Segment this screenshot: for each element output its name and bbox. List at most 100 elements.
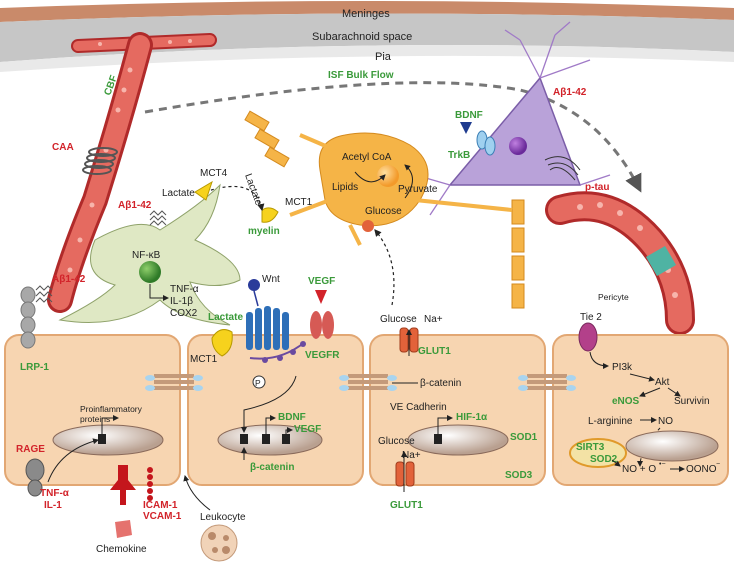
glucose-oligo-label: Glucose [365, 206, 402, 217]
il1-label: IL-1 [44, 500, 62, 511]
left-abeta-aggregate-icon [35, 285, 53, 303]
glucose-dashed-arrow [374, 229, 395, 306]
chemokine-label: Chemokine [96, 544, 147, 555]
cox2-label: COX2 [170, 308, 198, 319]
caa-rings [82, 147, 118, 175]
frizzled-receptor-icon [246, 306, 289, 350]
vegf-top-label: VEGF [308, 276, 335, 287]
pi3k-akt-arrow [629, 373, 655, 382]
vegfr-label: VEGFR [305, 350, 340, 361]
no-equation-label: NO + O [622, 464, 656, 475]
sod1-label: SOD1 [510, 432, 538, 443]
glucose-bottom-label: Glucose [378, 436, 415, 447]
ve-cadherin-label: VE Cadherin [390, 402, 447, 413]
bdnf-panel2-label: BDNF [278, 412, 306, 423]
nucleus-4 [625, 430, 719, 462]
icam-vcam-icon [147, 467, 153, 501]
wnt-icon [248, 279, 260, 291]
nucleus-1 [52, 424, 164, 456]
pericyte-shape [645, 245, 677, 277]
akt-survivin-arrow [667, 387, 681, 397]
junction-2 [339, 374, 397, 391]
right-vessel [545, 191, 695, 335]
nfkb-arrow [149, 284, 169, 301]
glut1-bottom-icon [395, 461, 415, 487]
pericyte-label: Pericyte [598, 292, 629, 302]
tnf-astro-label: TNF-α [170, 284, 199, 295]
rage-label: RAGE [16, 444, 45, 455]
glucose-top-label: Glucose [380, 314, 417, 325]
tie2-receptor-icon [578, 322, 598, 352]
nfkb-label: NF-κB [132, 250, 161, 261]
trkb-receptor-icon [476, 130, 496, 156]
vegf-icon [315, 290, 327, 304]
phospho-icon [252, 375, 266, 389]
mct4-label: MCT4 [200, 168, 228, 179]
bcatenin-arrow [241, 375, 297, 433]
enos-label: eNOS [612, 396, 640, 407]
bdnf-transcription-arrow [265, 415, 276, 434]
oligodendrocyte [244, 110, 525, 309]
sod2-label: SOD2 [590, 454, 618, 465]
nucleus-3 [407, 424, 509, 456]
hif-arrow [437, 415, 453, 434]
left-abeta-label: Aβ1-42 [52, 274, 86, 285]
mct1-panel2-icon [211, 329, 233, 357]
trkb-label: TrkB [448, 150, 470, 161]
ptau-tangle [544, 156, 581, 181]
astrocyte-abeta-label: Aβ1-42 [118, 200, 152, 211]
rage-receptor-icon [25, 458, 45, 497]
lrp1-label: LRP-1 [20, 362, 49, 373]
proteins-label: proteins [80, 414, 110, 424]
neuron-abeta-label: Aβ1-42 [553, 87, 587, 98]
acetyl-coa-label: Acetyl CoA [342, 152, 392, 163]
rage-arrow [47, 438, 99, 483]
phospho-label: P [255, 378, 261, 388]
bdnf-label-neuron: BDNF [455, 110, 483, 121]
na-bottom-label: Na+ [402, 450, 421, 461]
neuron [404, 21, 611, 216]
subarachnoid-band [0, 13, 734, 62]
glut1-bottom-label: GLUT1 [390, 500, 423, 511]
onoo-sup: − [716, 461, 720, 468]
chemokine-receptor-icon [110, 465, 136, 505]
subarachnoid-label: Subarachnoid space [312, 31, 412, 43]
mct1-oligo-label: MCT1 [285, 197, 313, 208]
bdnf-icon [460, 122, 472, 134]
icam-label: ICAM-1 [143, 500, 178, 511]
wnt-ligand-link [253, 290, 259, 307]
proinflammatory-label: Proinflammatory [80, 404, 143, 414]
lactate-panel2-label: Lactate [208, 312, 243, 323]
astrocyte-lactate-label: Lactate [162, 188, 195, 199]
abeta-aggregate-icon [149, 210, 167, 226]
akt-enos-arrow [639, 387, 661, 397]
lactate-oligo-label: Lactate [242, 172, 264, 207]
myelin-label: myelin [248, 226, 280, 237]
lrp1-receptor-icon [20, 286, 36, 349]
isf-bulk-flow-label: ISF Bulk Flow [328, 70, 394, 81]
promoter-1 [98, 434, 106, 444]
tnf-panel1-label: TNF-α [40, 488, 70, 499]
junction-1 [145, 374, 203, 391]
mct1-oligo-icon [261, 207, 279, 223]
meninges-label: Meninges [342, 8, 390, 20]
glut1-top-label: GLUT1 [418, 346, 451, 357]
sod2-arrow [611, 459, 621, 467]
hif-label: HIF-1α [456, 412, 488, 423]
vcam-label: VCAM-1 [143, 511, 182, 522]
pia-label: Pia [375, 51, 392, 63]
leukocyte-cell-icon [200, 524, 238, 562]
metabolic-cycle-arrow [354, 171, 386, 183]
proinflammatory-arrow [101, 415, 119, 434]
vegf-transcription-arrow [285, 427, 293, 434]
astrocyte [58, 180, 241, 326]
chain-beads [262, 341, 306, 363]
lipids-label: Lipids [332, 182, 358, 193]
promoter-2b [262, 434, 270, 444]
junction-3 [518, 374, 576, 391]
survivin-label: Survivin [674, 396, 710, 407]
metabolic-cycle-arrow-2 [404, 164, 413, 199]
il1b-label: IL-1β [170, 296, 193, 307]
